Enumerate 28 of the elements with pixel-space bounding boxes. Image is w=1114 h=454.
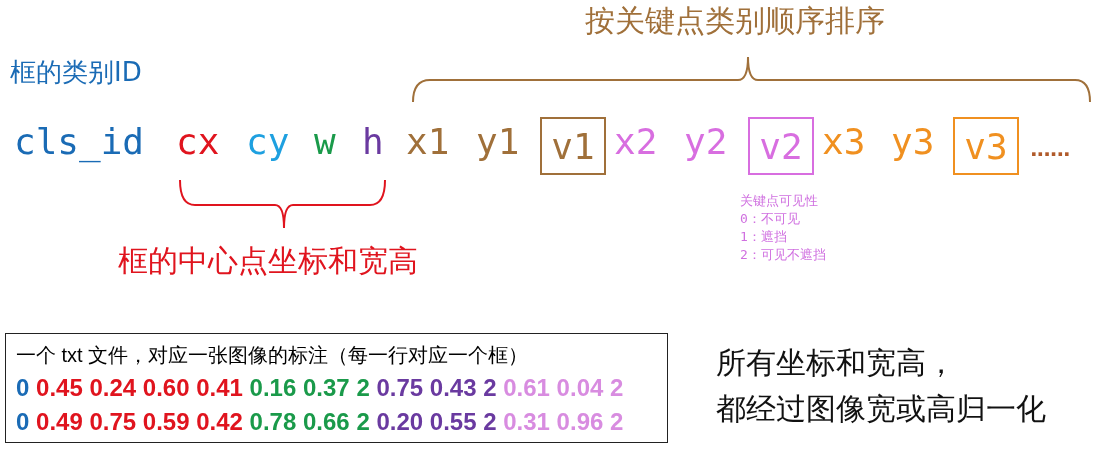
note: 关键点可见性 <box>740 194 818 209</box>
text-panel <box>5 333 668 443</box>
field-box: v2 <box>748 117 814 175</box>
field-name: y3 <box>891 122 935 162</box>
note: 2：可见不遮挡 <box>740 248 826 263</box>
field-name: cls_id <box>14 122 145 162</box>
ellipsis: ...... <box>1030 138 1070 160</box>
field-name: cy <box>246 122 290 162</box>
field-name: w <box>314 122 336 162</box>
field-name: cx <box>176 122 220 162</box>
caption: 所有坐标和宽高， <box>716 346 956 379</box>
caption: 框的中心点坐标和宽高 <box>118 244 418 277</box>
field-box: v1 <box>540 117 606 175</box>
heading: 框的类别ID <box>10 58 142 87</box>
data-row-text: 0 0.45 0.24 0.60 0.41 0.16 0.37 2 0.75 0.43 2 0.61 0.04 2 <box>16 373 625 403</box>
field-name: h <box>362 122 384 162</box>
caption: 都经过图像宽或高归一化 <box>716 392 1046 425</box>
data-row-text: 0 0.49 0.75 0.59 0.42 0.78 0.66 2 0.20 0.55 2 0.31 0.96 2 <box>16 407 625 437</box>
heading: 按关键点类别顺序排序 <box>585 4 885 37</box>
field-name: y2 <box>684 122 728 162</box>
note: 0：不可见 <box>740 212 800 227</box>
panel-title: 一个 txt 文件，对应一张图像的标注（每一行对应一个框） <box>16 343 530 368</box>
field-name: x1 <box>406 122 450 162</box>
note: 1：遮挡 <box>740 230 787 245</box>
field-box: v3 <box>953 117 1019 175</box>
field-name: x2 <box>614 122 658 162</box>
field-name: y1 <box>476 122 520 162</box>
field-name: x3 <box>822 122 866 162</box>
